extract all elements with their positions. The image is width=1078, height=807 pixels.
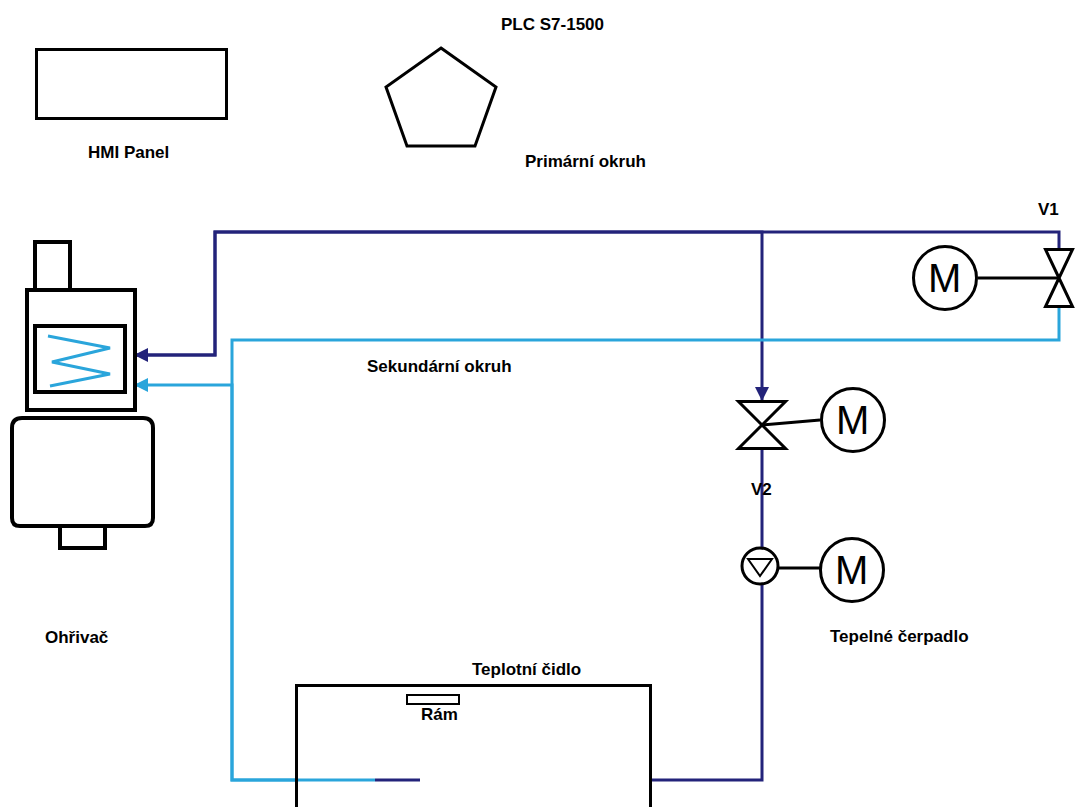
heater-outline: [10, 240, 155, 552]
plc-pentagon: PLC S7-1500: [383, 45, 499, 149]
node-label: Rám: [421, 705, 458, 725]
motor-circle: M: [819, 537, 885, 603]
circuit-label: Primární okruh: [523, 152, 648, 172]
secondary-pipe: [232, 308, 1059, 780]
node-label: Ohřivač: [45, 628, 108, 648]
primary-pipe: [135, 232, 762, 400]
secondary-pipe-segment: [297, 779, 375, 782]
primary-pipe: [135, 232, 1059, 355]
node-label: HMI Panel: [88, 143, 169, 163]
pump-body: [742, 548, 778, 584]
secondary-pipe: [135, 385, 295, 780]
valve-symbol: [737, 400, 787, 450]
valve-v2: V2: [737, 400, 787, 450]
pentagon-outline: [383, 45, 499, 149]
motor-shaft: [762, 420, 820, 425]
frame-box: Rám: [295, 684, 652, 807]
pump-triangle: [748, 559, 772, 576]
motor-letter: M: [835, 550, 868, 590]
pump-shaft: [778, 567, 821, 570]
hmi-panel: HMI Panel: [35, 48, 228, 120]
motor-circle: M: [820, 387, 886, 453]
pump-label: Tepelné čerpadlo: [828, 627, 971, 647]
motor-letter: M: [928, 258, 961, 298]
motor-shaft: [978, 277, 1059, 280]
temperature-sensor: [406, 694, 460, 705]
primary-pipe-segment: [375, 779, 420, 782]
node-label: V1: [1038, 200, 1059, 220]
motor-letter: M: [836, 400, 869, 440]
node-label: V2: [751, 480, 772, 500]
sensor-label: Teplotní čidlo: [470, 660, 583, 680]
circuit-label: Sekundární okruh: [365, 357, 514, 377]
valve-symbol: [1044, 248, 1074, 308]
motor-circle: M: [912, 245, 978, 311]
heater-symbol: Ohřivač: [27, 290, 135, 410]
node-label: PLC S7-1500: [501, 15, 604, 35]
valve-v1: V1: [1044, 248, 1074, 308]
primary-pipe: [652, 450, 762, 780]
